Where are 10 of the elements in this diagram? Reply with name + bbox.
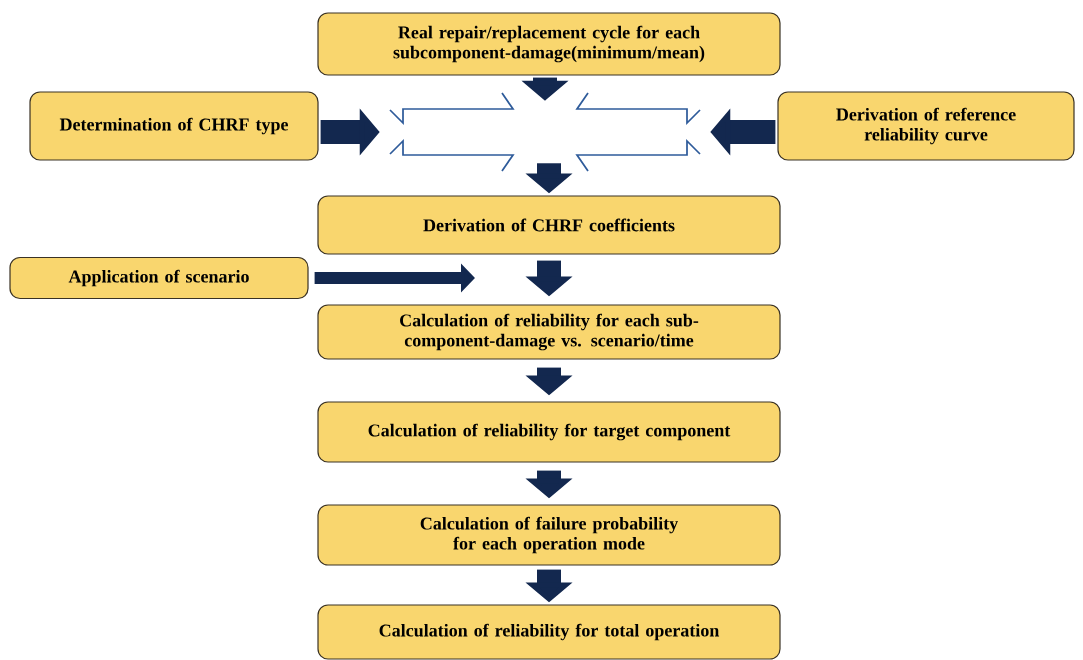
process-box: Determination of CHRF type — [29, 91, 319, 161]
process-box: Calculation of reliability for total operation — [317, 604, 781, 660]
process-box: Derivation of CHRF coefficients — [317, 195, 781, 255]
process-box: Application of scenario — [9, 256, 309, 300]
process-box: Derivation of reference reliability curve — [777, 91, 1075, 161]
process-box: Calculation of failure probability for each operation mode — [317, 504, 781, 566]
process-box: Calculation of reliability for target component — [317, 401, 781, 463]
process-box: Real repair/replacement cycle for each subcomponent-damage(minimum/mean) — [317, 12, 781, 76]
process-box: Calculation of reliability for each sub-component-damage vs. scenario/time — [317, 304, 781, 360]
cross-outline — [389, 92, 701, 172]
